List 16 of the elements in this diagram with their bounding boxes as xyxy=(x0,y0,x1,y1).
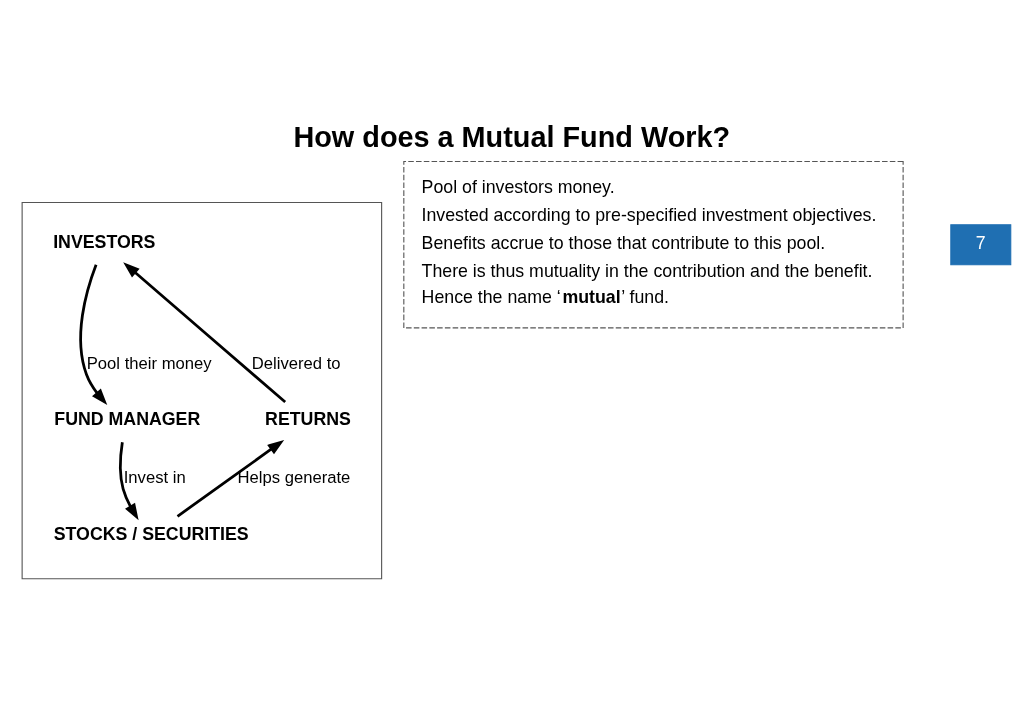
node-text: FUND MANAGER xyxy=(54,409,201,430)
label: 7 xyxy=(975,232,986,253)
edge-label: Helps generate xyxy=(237,468,351,488)
arrow xyxy=(176,439,285,518)
arrow xyxy=(119,442,139,521)
node-text: INVESTORS xyxy=(53,231,156,252)
diagram-title: How does a Mutual Fund Work? xyxy=(293,120,731,153)
edge-label: Invest in xyxy=(123,468,186,488)
cluster xyxy=(21,202,383,580)
arrow xyxy=(123,262,287,404)
edge-label: Pool their money xyxy=(86,353,212,373)
arrow xyxy=(79,264,108,406)
edge-label: Delivered to xyxy=(251,353,341,373)
node-text: RETURNS xyxy=(265,409,351,430)
node-box: Pool of investors money. Invested according to pre-specified investment objectives. Benefits accrue to those that contribute to this pool. There is thus mutuality in the contribution and the benefit. Hence the name ‘mutual’ fund. xyxy=(403,160,904,329)
node-text: STOCKS / SECURITIES xyxy=(53,523,249,544)
